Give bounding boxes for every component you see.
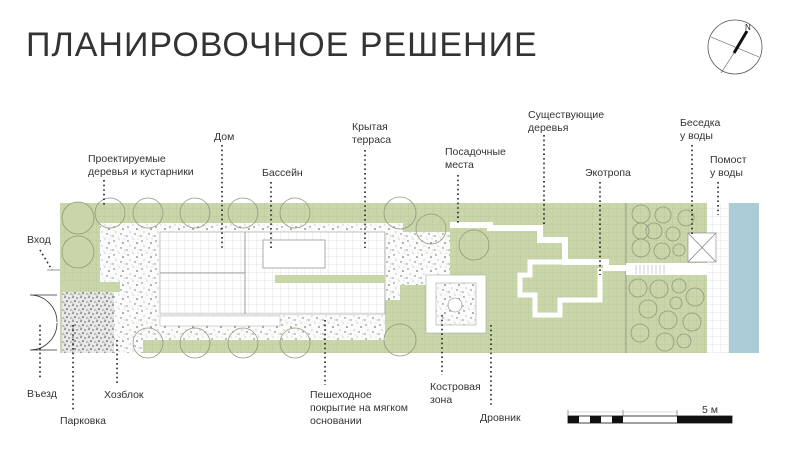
north-arrow-icon: N	[707, 19, 763, 75]
plan-labels: Вход Въезд Парковка Хозблок Проектируемы…	[27, 109, 747, 427]
label-deck-2: у воды	[710, 167, 743, 179]
page-title: ПЛАНИРОВОЧНОЕ РЕШЕНИЕ	[26, 26, 538, 64]
label-woodshed: Дровник	[480, 412, 521, 424]
label-gazebo-1: Беседка	[680, 117, 721, 129]
label-seating-2: места	[445, 159, 474, 171]
gazebo	[687, 232, 717, 263]
label-firepit-1: Костровая	[430, 381, 481, 393]
label-walkway-3: основании	[310, 415, 362, 427]
label-deck-1: Помост	[710, 154, 747, 166]
label-entrance: Вход	[27, 234, 51, 246]
label-terrace-2: терраса	[352, 134, 391, 146]
label-trees-existing-2: деревья	[528, 122, 568, 134]
label-terrace-1: Крытая	[352, 121, 388, 133]
site-plan	[29, 196, 759, 359]
gate	[29, 269, 60, 351]
firepit-zone	[425, 274, 487, 334]
scale-bar: 5 м	[567, 404, 733, 424]
label-walkway-1: Пешеходное	[310, 389, 372, 401]
label-trees-planned-2: деревья и кустарники	[88, 166, 194, 178]
label-seating-1: Посадочные	[445, 146, 506, 158]
label-car-entrance: Въезд	[27, 388, 57, 400]
leader-lines	[39, 135, 719, 410]
label-firepit-2: зона	[430, 394, 452, 406]
label-eco-path: Экотропа	[585, 167, 631, 179]
eco-path	[450, 222, 626, 271]
label-walkway-2: покрытие на мягком	[310, 402, 408, 414]
pool	[262, 239, 326, 269]
trees	[61, 196, 705, 359]
scale-label: 5 м	[702, 404, 718, 416]
parking-area	[62, 292, 114, 353]
label-pool: Бассейн	[262, 167, 303, 179]
label-house: Дом	[214, 131, 234, 143]
water-area	[729, 203, 759, 353]
label-parking: Парковка	[60, 415, 106, 427]
label-trees-existing-1: Существующие	[528, 109, 604, 121]
bike-rack	[159, 315, 281, 327]
label-shed: Хозблок	[104, 389, 144, 401]
north-label: N	[745, 23, 751, 32]
label-gazebo-2: у воды	[680, 130, 713, 142]
label-trees-planned-1: Проектируемые	[88, 153, 166, 165]
